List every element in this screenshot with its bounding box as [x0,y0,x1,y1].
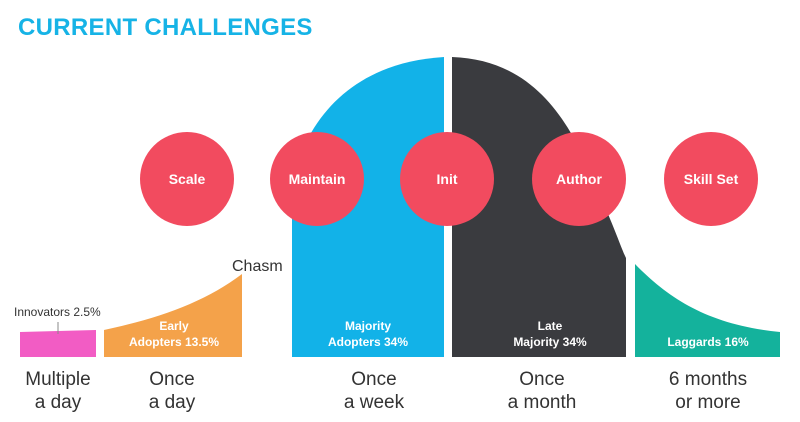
frequency-early-majority: Once a week [314,368,434,414]
late-majority-label-line1: Late [537,319,563,333]
early-majority-label-line2: Adopters 34% [327,335,409,349]
early-majority-segment [292,57,444,357]
frequency-early-adopters-line1: Once [149,369,195,390]
innovators-segment [20,330,96,357]
early-adopters-segment [104,274,242,357]
late-majority-segment [452,57,626,357]
early-adopters-label-line1: Early [159,319,189,333]
frequency-late-majority-line2: a month [507,392,577,413]
frequency-early-majority-line1: Once [351,369,397,390]
frequency-early-adopters: Once a day [112,368,232,414]
challenge-scale: Scale [140,132,234,226]
page-title: CURRENT CHALLENGES [18,14,313,41]
frequency-early-majority-line2: a week [343,392,405,413]
frequency-early-adopters-line2: a day [148,392,196,413]
frequency-laggards-line2: or more [675,392,741,413]
frequency-innovators-line2: a day [34,392,82,413]
frequency-innovators-line1: Multiple [25,369,91,390]
early-majority-label: Majority Adopters 34% [308,318,428,350]
challenge-skill-set: Skill Set [664,132,758,226]
late-majority-label: Late Majority 34% [490,318,610,350]
frequency-laggards: 6 months or more [648,368,768,414]
chasm-label: Chasm [232,258,283,275]
frequency-laggards-line1: 6 months [668,369,748,390]
late-majority-label-line2: Majority 34% [513,335,587,349]
frequency-late-majority-line1: Once [519,369,565,390]
early-adopters-label-line2: Adopters 13.5% [128,335,220,349]
early-majority-label-line1: Majority [344,319,391,333]
challenge-maintain: Maintain [270,132,364,226]
challenge-init: Init [400,132,494,226]
laggards-label: Laggards 16% [667,335,749,349]
early-adopters-label: Early Adopters 13.5% [118,318,230,350]
frequency-innovators: Multiple a day [0,368,118,414]
frequency-late-majority: Once a month [482,368,602,414]
challenge-author: Author [532,132,626,226]
innovators-label: Innovators 2.5% [14,305,101,319]
laggards-segment [635,264,780,357]
